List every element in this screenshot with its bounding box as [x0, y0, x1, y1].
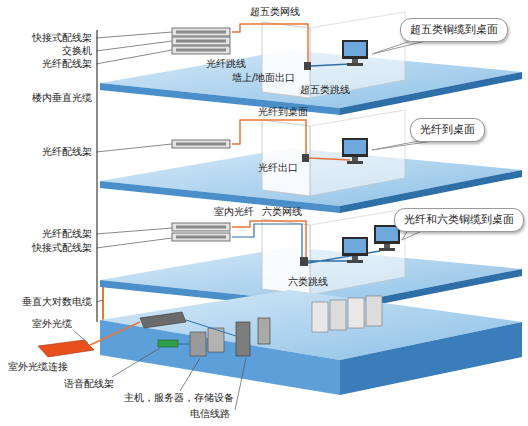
floor-2	[310, 110, 405, 196]
floor-3	[374, 225, 400, 251]
ground-floor	[158, 340, 178, 347]
part-label: 快接式配线架	[32, 32, 92, 44]
leader-lines	[74, 331, 88, 343]
ground-floor	[312, 302, 328, 332]
part-label: 语音配线架	[64, 378, 114, 390]
part-label: 垂直大对数电缆	[22, 296, 92, 308]
floor-3	[232, 221, 306, 257]
ground-floor	[100, 320, 340, 395]
part-label: 室内光纤	[214, 206, 254, 218]
riser-fibre	[96, 30, 98, 322]
part-label: 六类跳线	[288, 276, 328, 288]
ground-floor	[236, 322, 250, 356]
callout-tail	[372, 40, 430, 54]
callout-bubble: 光纤到桌面	[410, 118, 485, 142]
floor-2	[309, 158, 350, 160]
ground-floor	[348, 298, 364, 328]
callout-text: 超五类铜缆到桌面	[410, 23, 498, 37]
floor-1	[172, 37, 230, 45]
part-label: 楼内垂直光缆	[32, 92, 92, 104]
leader-lines	[112, 348, 160, 377]
floor-2	[172, 140, 230, 148]
ground-floor	[100, 290, 522, 395]
floor-1	[172, 46, 230, 54]
callout-text: 光纤和六类铜缆到桌面	[404, 213, 514, 227]
ground-floor	[190, 332, 206, 356]
floor-1	[342, 40, 368, 66]
part-label: 光纤配线架	[42, 228, 92, 240]
floor-3	[172, 233, 230, 241]
leader-lines	[180, 358, 200, 391]
floor-1	[100, 12, 522, 115]
part-label: 六类网线	[262, 206, 302, 218]
floor-1	[311, 64, 350, 66]
part-label: 光纤跳线	[206, 58, 246, 70]
floor-2	[302, 154, 309, 162]
floor-2	[100, 110, 522, 213]
part-label: 室外光缆连接	[8, 361, 68, 373]
floor-2	[232, 120, 306, 154]
leader-lines	[235, 358, 246, 410]
ground-floor	[178, 320, 236, 344]
outdoor-cable-connection	[38, 340, 94, 357]
leader-lines	[74, 32, 246, 410]
part-label: 主机，服务器，存储设备	[124, 392, 234, 404]
ground-floor	[366, 296, 382, 326]
floor-1	[232, 24, 308, 62]
leader-lines	[96, 300, 103, 302]
leader-lines	[96, 41, 172, 51]
ground-floor	[258, 318, 270, 344]
part-label: 光纤出口	[258, 162, 298, 174]
leader-lines	[96, 238, 172, 248]
floor-3	[300, 257, 308, 266]
ground-floor	[330, 300, 346, 330]
floor-3	[172, 223, 230, 231]
leader-lines	[96, 32, 172, 38]
ground-floor	[340, 322, 522, 395]
part-label: 室外光缆	[32, 318, 72, 330]
part-label: 墙上/地面出口	[232, 72, 295, 84]
floor-1	[304, 62, 311, 70]
part-label: 光纤配线架	[42, 58, 92, 70]
callout-bubble: 超五类铜缆到桌面	[400, 18, 508, 42]
floor-3	[232, 224, 302, 257]
part-label: 交换机	[62, 45, 92, 57]
callout-bubble: 光纤和六类铜缆到桌面	[394, 208, 524, 232]
part-label: 快接式配线架	[32, 242, 92, 254]
floor-1	[172, 28, 230, 36]
floor-3	[342, 237, 368, 263]
part-label: 电信线路	[190, 408, 230, 420]
leader-lines	[96, 144, 172, 152]
part-label: 超五类跳线	[300, 84, 350, 96]
floor-2	[342, 138, 368, 164]
riser-copper	[102, 286, 104, 324]
leader-lines	[96, 50, 172, 64]
part-label: 超五类网线	[250, 6, 300, 18]
outdoor-cable	[90, 322, 140, 345]
part-label: 光纤配线架	[42, 146, 92, 158]
ground-floor	[140, 312, 186, 328]
callout-text: 光纤到桌面	[420, 123, 475, 137]
floor-2	[262, 120, 310, 196]
leader-lines	[96, 228, 172, 234]
part-label: 光纤到桌面	[258, 106, 308, 118]
